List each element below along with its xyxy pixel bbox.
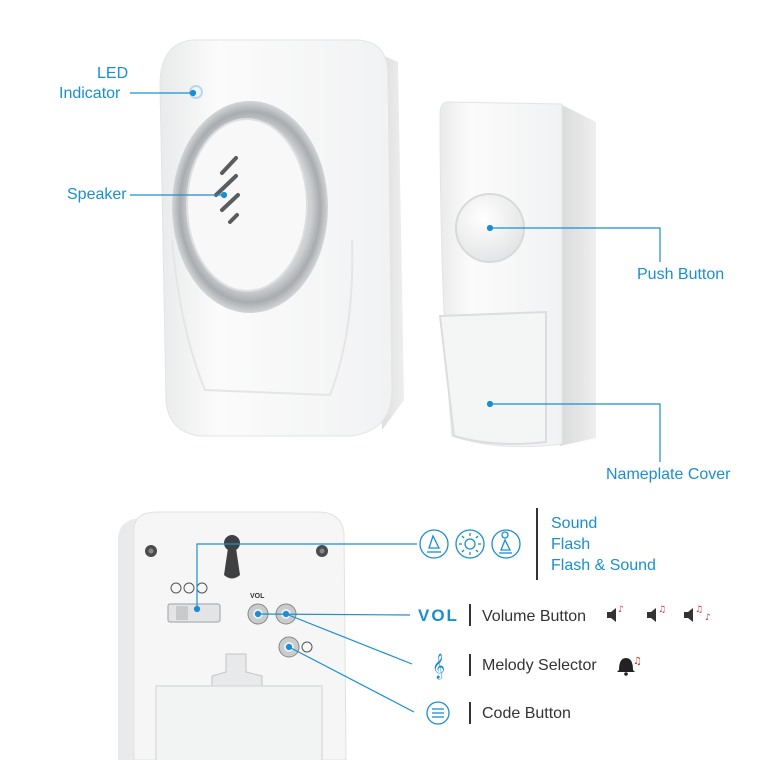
svg-text:♪: ♪ xyxy=(705,613,711,623)
mode-sound-label: Sound xyxy=(551,515,598,532)
volume-button-label: Volume Button xyxy=(482,608,587,625)
mode-flash-sound-label: Flash & Sound xyxy=(551,557,656,574)
keyhole-mount xyxy=(224,535,240,579)
vol-marking: VOL xyxy=(250,593,265,600)
modes-divider xyxy=(536,508,538,580)
speaker-grille xyxy=(214,156,240,224)
code-button-label: Code Button xyxy=(482,705,571,722)
battery-cover xyxy=(155,685,323,760)
flash-mode-icon xyxy=(455,529,485,559)
bell-note-icon: ♫ xyxy=(617,656,642,676)
flash-sound-mode-icon xyxy=(491,529,521,559)
receiver-rear-panel: VOL xyxy=(118,511,347,760)
svg-text:𝄞: 𝄞 xyxy=(432,653,445,679)
sound-mode-icon xyxy=(419,529,449,559)
nameplate-cover-label: Nameplate Cover xyxy=(606,466,731,483)
svg-text:♫: ♫ xyxy=(695,605,703,615)
melody-divider xyxy=(469,654,471,676)
mode-switch xyxy=(167,603,221,623)
speaker-volume-icon: ♪ ♫ ♫ ♪ xyxy=(607,605,711,623)
code-lines-icon xyxy=(426,701,450,725)
push-button-label: Push Button xyxy=(637,266,725,283)
svg-text:♪: ♪ xyxy=(618,605,624,615)
nameplate-cover xyxy=(438,310,547,445)
code-divider xyxy=(469,702,471,724)
receiver-unit xyxy=(159,39,404,437)
push-button-unit xyxy=(438,101,596,448)
speaker-label: Speaker xyxy=(67,186,127,203)
callout-lines xyxy=(130,89,661,713)
melody-selector-label: Melody Selector xyxy=(482,657,597,674)
mode-flash-label: Flash xyxy=(551,536,591,553)
svg-text:♫: ♫ xyxy=(633,656,642,667)
led-label-line2: Indicator xyxy=(59,85,121,102)
vol-label: VOL xyxy=(418,606,459,625)
vol-divider xyxy=(469,604,471,626)
svg-text:♫: ♫ xyxy=(658,605,666,615)
led-label-line1: LED xyxy=(97,65,129,82)
treble-clef-icon: 𝄞 xyxy=(432,653,445,679)
